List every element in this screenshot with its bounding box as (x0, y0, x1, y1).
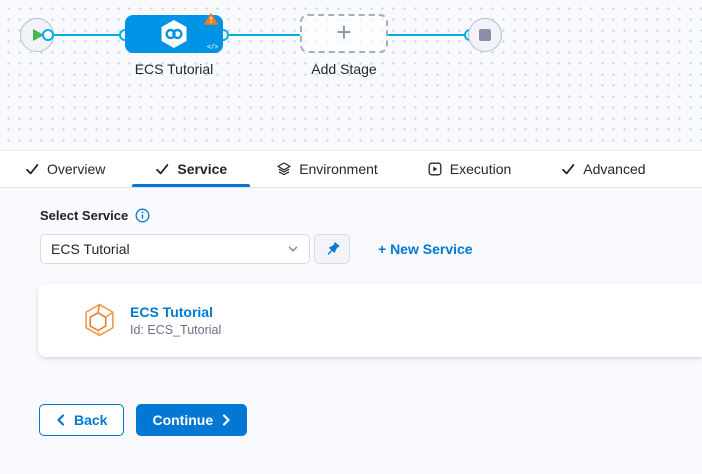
service-select-dropdown[interactable]: ECS Tutorial (40, 234, 310, 264)
add-stage-label: Add Stage (311, 61, 377, 77)
node-port (42, 29, 54, 41)
tab-environment[interactable]: Environment (252, 151, 403, 187)
tab-label: Service (177, 161, 228, 177)
tab-label: Environment (299, 161, 378, 177)
info-icon[interactable] (135, 208, 150, 223)
new-service-button[interactable]: + New Service (378, 241, 473, 257)
service-card-id: Id: ECS_Tutorial (130, 323, 222, 337)
stage-name-label: ECS Tutorial (134, 61, 214, 77)
harness-cd-icon (161, 20, 187, 48)
stop-icon (479, 29, 491, 41)
continue-button-label: Continue (152, 412, 214, 428)
pipeline-edge (388, 34, 470, 36)
check-icon (156, 164, 169, 175)
back-button-label: Back (74, 412, 108, 428)
environment-layers-icon (277, 162, 291, 176)
code-toggle-icon[interactable]: </> (206, 44, 219, 52)
service-select-value: ECS Tutorial (51, 241, 130, 257)
tab-label: Overview (47, 161, 106, 177)
tab-overview[interactable]: Overview (0, 151, 130, 187)
select-service-label: Select Service (40, 208, 129, 223)
tab-label: Advanced (583, 161, 646, 177)
tab-service[interactable]: Service (130, 151, 252, 187)
warning-icon[interactable] (204, 12, 218, 30)
stage-tabbar: Overview Service Environment Execution A… (0, 150, 702, 188)
service-card-ecs-tutorial[interactable]: ECS Tutorial Id: ECS_Tutorial (38, 284, 702, 357)
tab-advanced[interactable]: Advanced (536, 151, 670, 187)
play-icon (33, 29, 44, 41)
chevron-left-icon (57, 414, 65, 426)
plus-icon: + (336, 17, 352, 47)
check-icon (562, 164, 575, 175)
pin-service-button[interactable] (314, 234, 350, 264)
check-icon (26, 164, 39, 175)
pin-icon (327, 241, 339, 255)
pipeline-canvas[interactable]: </> ECS Tutorial + Add Stage (0, 0, 702, 150)
service-panel: Select Service ECS Tutorial + New (0, 208, 702, 436)
tab-label: Execution (449, 161, 512, 177)
pipeline-end-node[interactable] (468, 18, 502, 52)
service-card-title: ECS Tutorial (130, 304, 213, 320)
execution-play-icon (428, 162, 442, 176)
tab-execution[interactable]: Execution (403, 151, 536, 187)
add-stage-button[interactable]: + (300, 14, 388, 53)
stage-node-ecs-tutorial[interactable]: </> (125, 12, 223, 53)
continue-button[interactable]: Continue (136, 404, 248, 436)
chevron-down-icon (288, 246, 298, 252)
service-hexagon-icon (85, 303, 114, 337)
pipeline-edge (48, 34, 125, 36)
back-button[interactable]: Back (39, 404, 125, 436)
chevron-right-icon (223, 414, 230, 426)
pipeline-edge (223, 34, 300, 36)
